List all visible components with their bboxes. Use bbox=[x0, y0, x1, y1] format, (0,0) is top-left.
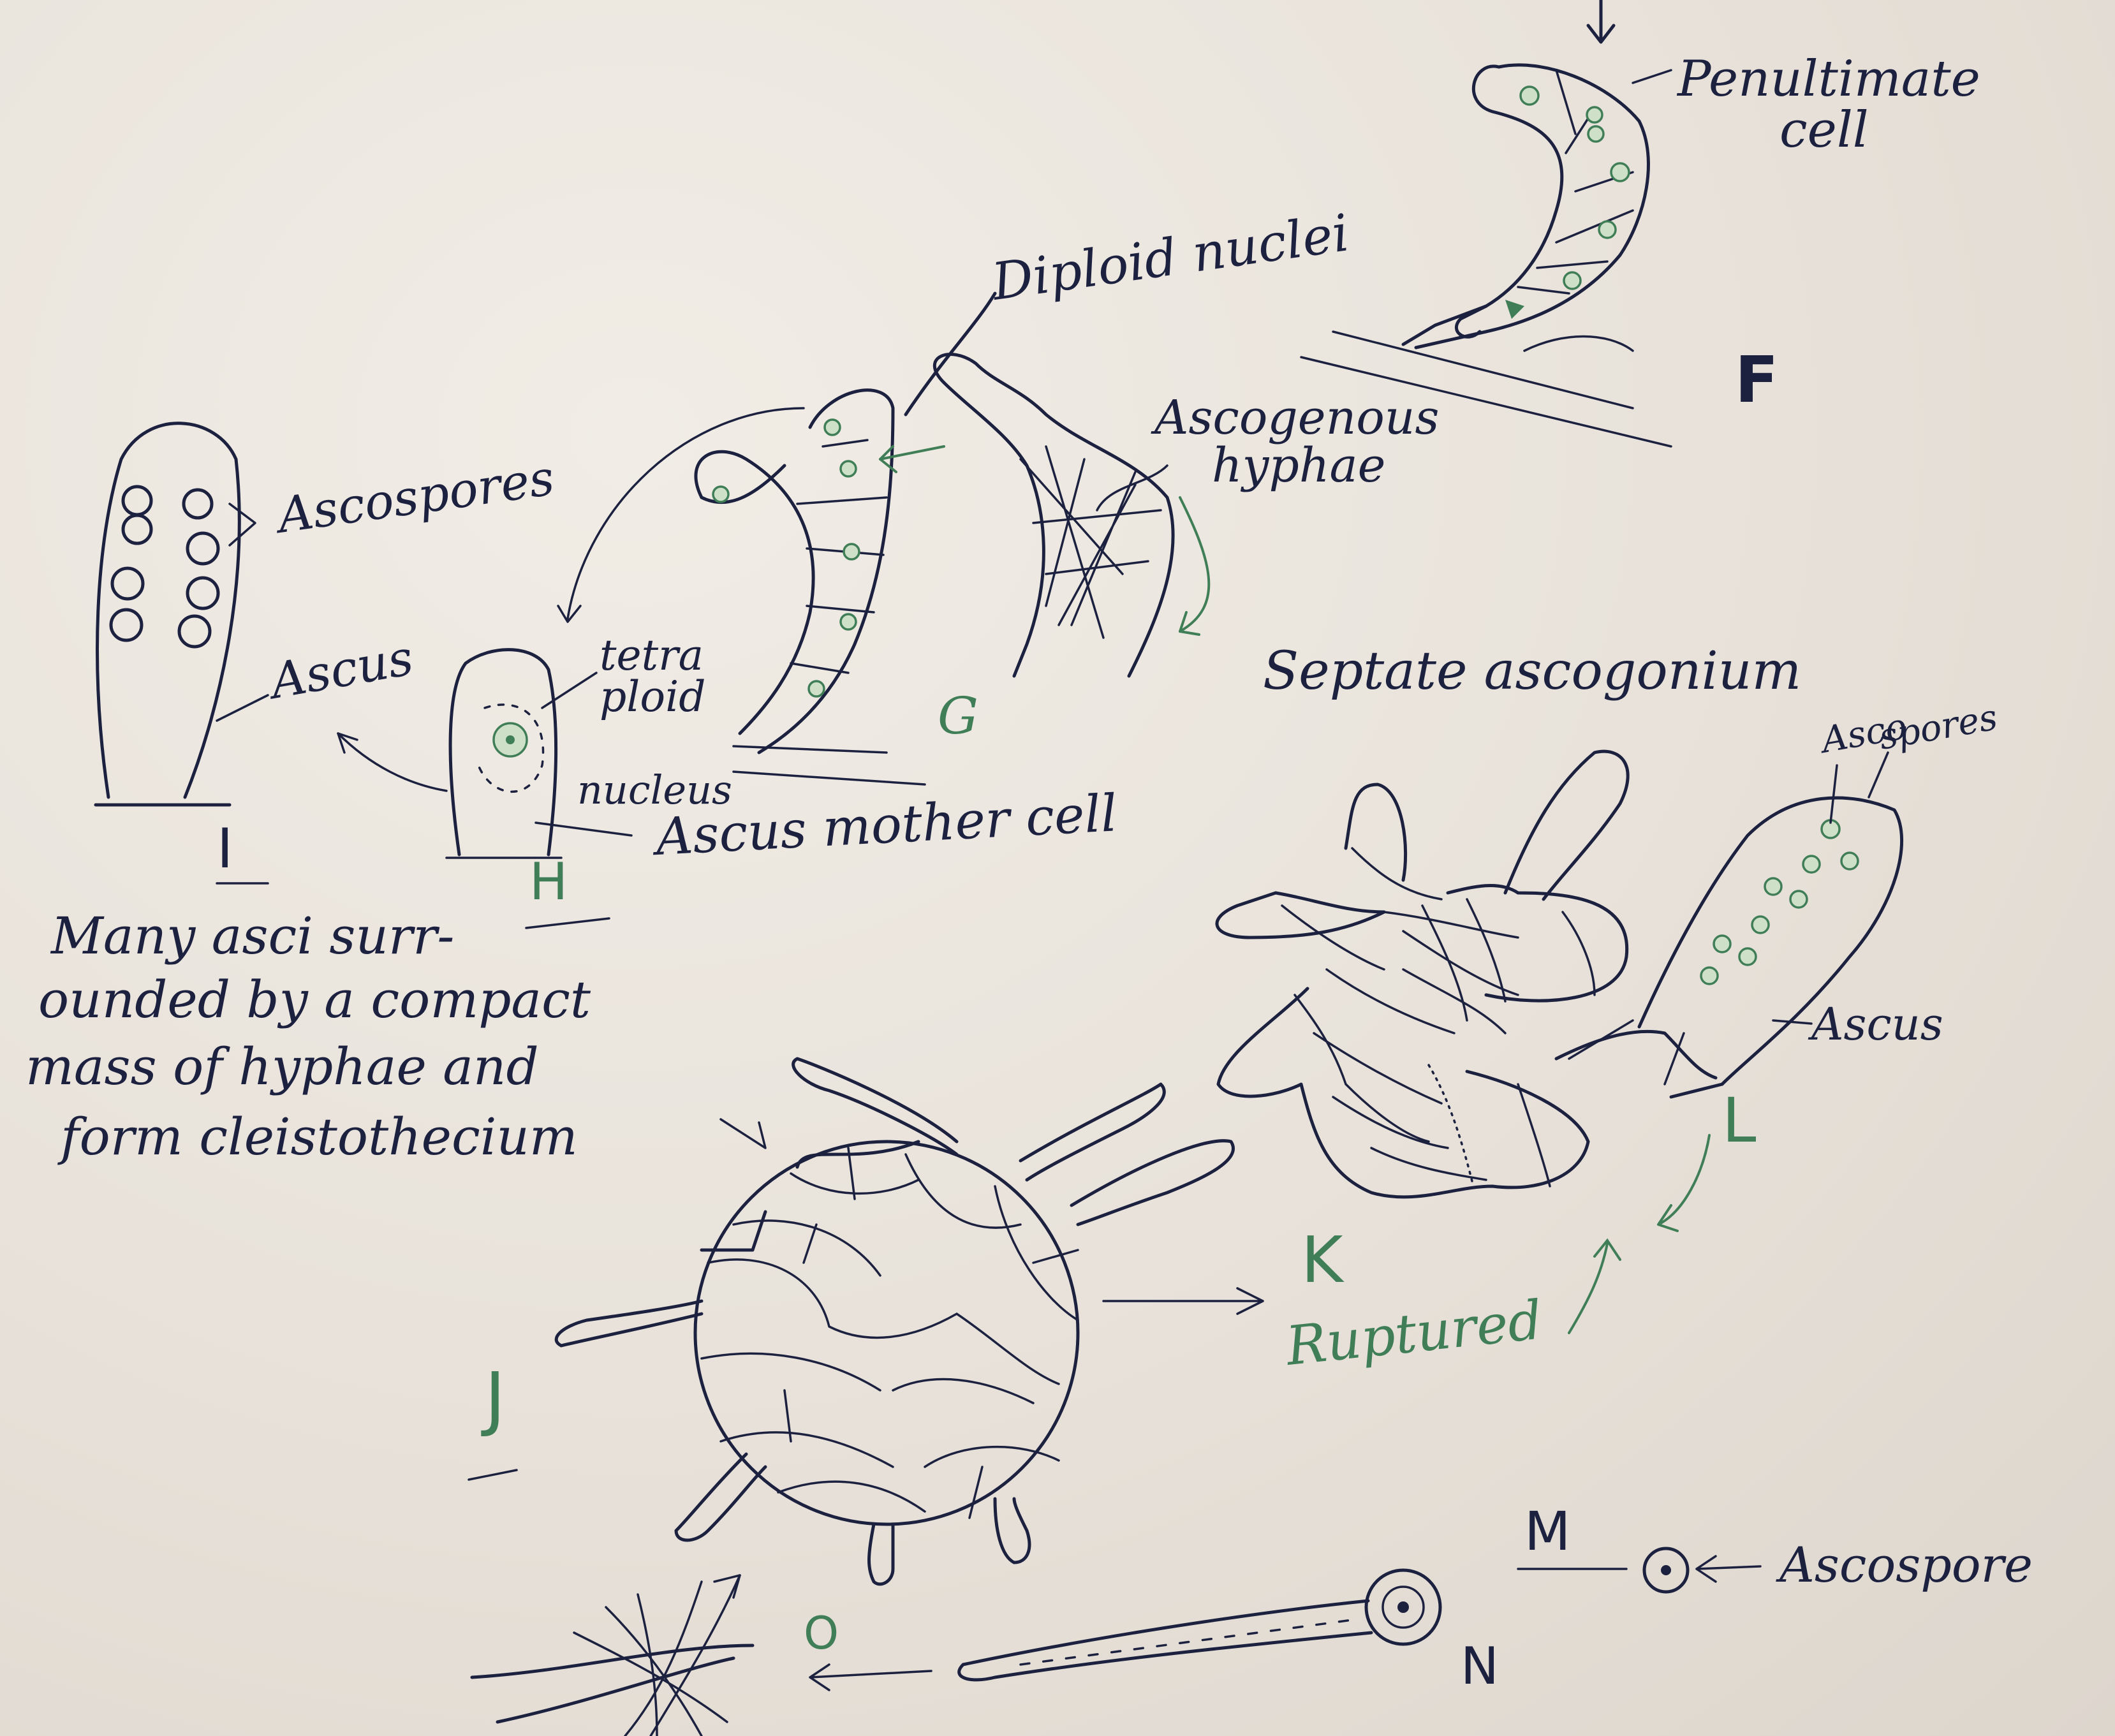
figure-letter-h: H bbox=[529, 852, 568, 911]
arrow-g-to-h bbox=[568, 408, 804, 619]
label-ascogenous-line2: hyphae bbox=[1212, 438, 1385, 493]
note-line3: mass of hyphae and bbox=[26, 1037, 539, 1096]
figure-n-germinating-ascospore bbox=[959, 1570, 1440, 1680]
figure-letter-n: N bbox=[1461, 1637, 1499, 1696]
arrow-ruptured-to-l bbox=[1569, 1240, 1620, 1333]
note-line1: Many asci surr- bbox=[50, 906, 454, 966]
figure-letter-o: O bbox=[804, 1607, 839, 1659]
underline-j bbox=[469, 1470, 517, 1480]
label-tetraploid-line2: ploid bbox=[600, 672, 705, 721]
figure-l-ascus bbox=[1556, 753, 1902, 1231]
figure-i-ascus bbox=[96, 423, 268, 805]
label-asco-spores-l-line2: spores bbox=[1876, 696, 2000, 758]
figure-o-mycelium bbox=[472, 1575, 753, 1736]
figure-letter-g: G bbox=[938, 686, 978, 746]
label-ascospore-m: Ascospore bbox=[1776, 1536, 2033, 1593]
figure-j-cleistothecium bbox=[556, 1059, 1263, 1584]
label-diploid-nuclei: Diploid nuclei bbox=[987, 203, 1353, 312]
figure-letter-j: J bbox=[481, 1357, 505, 1439]
label-septate-ascogonium: Septate ascogonium bbox=[1263, 641, 1801, 702]
arrow-to-cleistothecium bbox=[721, 1119, 765, 1148]
label-penultimate-line2: cell bbox=[1780, 101, 1869, 159]
label-ruptured: Ruptured bbox=[1282, 1288, 1545, 1378]
label-ascogenous-line1: Ascogenous bbox=[1151, 390, 1439, 445]
figure-letter-f: F bbox=[1735, 342, 1778, 417]
label-penultimate-line1: Penultimate bbox=[1676, 50, 1980, 108]
figure-letter-l: L bbox=[1722, 1085, 1756, 1156]
figure-letter-k: K bbox=[1301, 1223, 1345, 1297]
figure-letter-i: I bbox=[217, 817, 233, 881]
figure-letter-m: M bbox=[1524, 1500, 1570, 1563]
label-ascospores-i: Ascospores bbox=[270, 449, 557, 545]
note-line2: ounded by a compact bbox=[38, 970, 591, 1029]
note-line4: form cleistothecium bbox=[57, 1107, 578, 1166]
figure-f-ascogonium bbox=[1301, 0, 1671, 446]
label-ascus-i: Ascus bbox=[263, 629, 417, 710]
underline-h bbox=[526, 918, 609, 928]
arrow-n-to-o bbox=[810, 1665, 931, 1690]
figure-k-ruptured-cleistothecium bbox=[1217, 751, 1628, 1197]
label-ascus-l: Ascus bbox=[1808, 998, 1943, 1050]
